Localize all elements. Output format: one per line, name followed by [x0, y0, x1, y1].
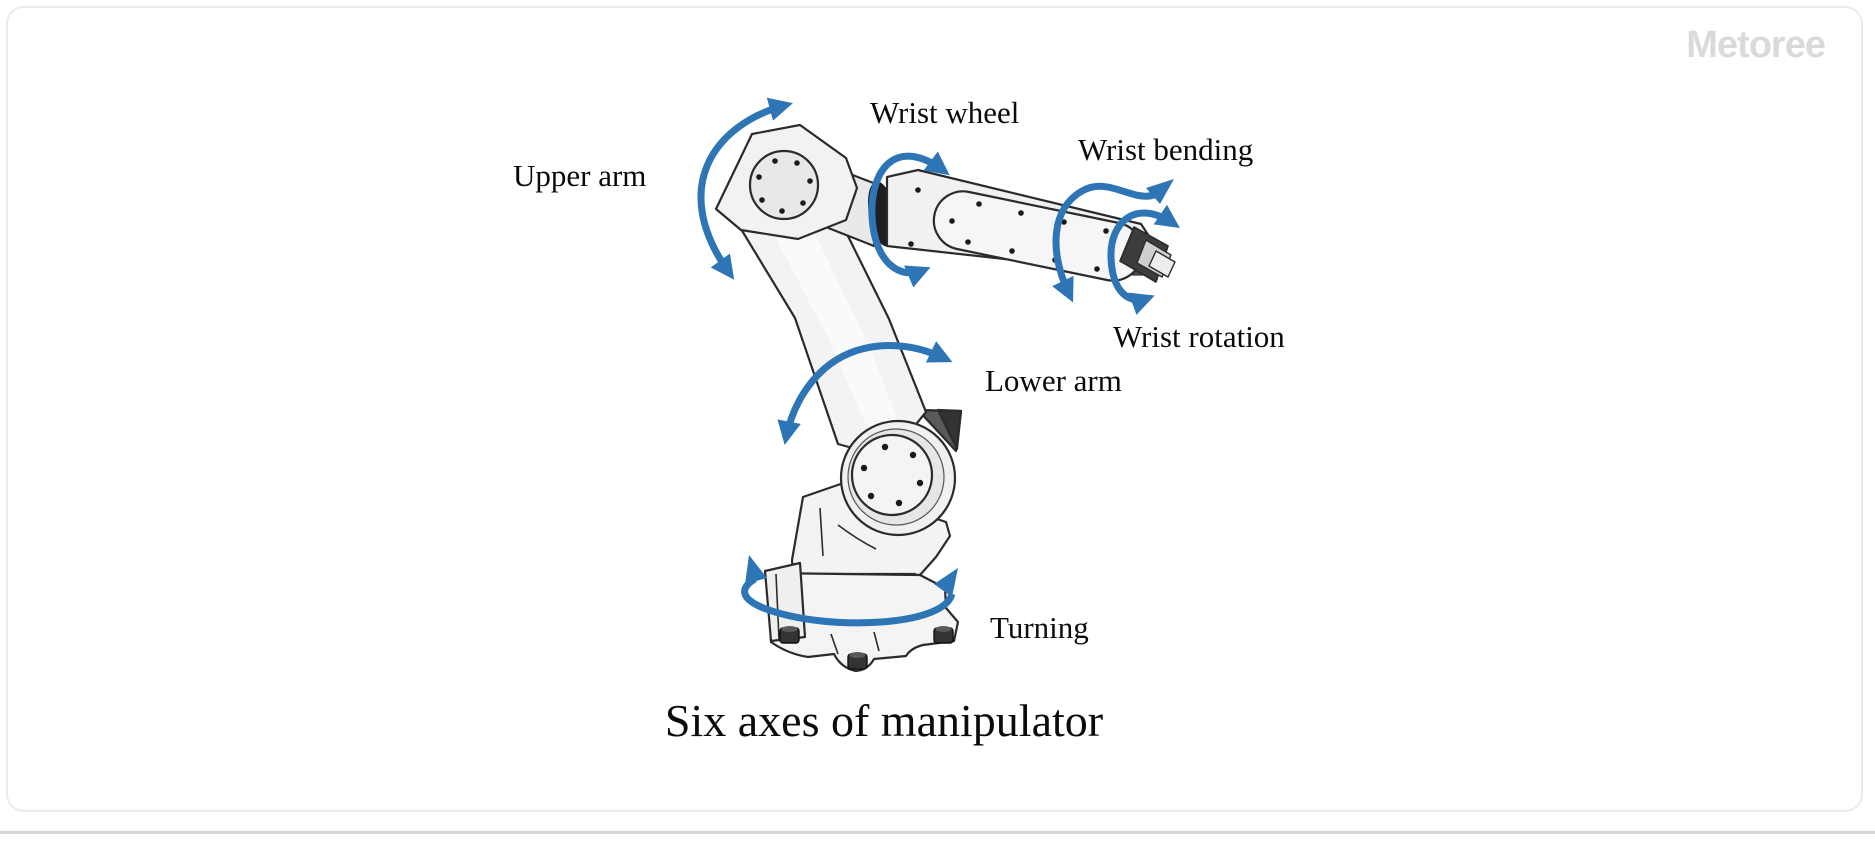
- lower-arm-rotation-arrow: [777, 341, 953, 446]
- label-upper-arm: Upper arm: [513, 158, 647, 193]
- diagram-title: Six axes of manipulator: [664, 695, 1104, 746]
- shoulder-flange: [850, 433, 934, 517]
- label-wrist-wheel: Wrist wheel: [870, 95, 1020, 130]
- elbow-flange: [748, 149, 820, 221]
- robot-arm-illustration: [697, 97, 1180, 673]
- diagram-stage: Upper arm Wrist wheel Wrist bending Wris…: [8, 8, 1861, 810]
- label-turning: Turning: [990, 610, 1089, 645]
- upper-arm-rotation-arrow: [697, 97, 793, 280]
- base-bolts: [779, 626, 954, 670]
- wrist-wheel-rotation-arrow: [868, 151, 950, 288]
- diagram-card: Upper arm Wrist wheel Wrist bending Wris…: [6, 6, 1863, 812]
- label-wrist-bending: Wrist bending: [1078, 132, 1254, 167]
- base-slab: [763, 561, 807, 643]
- axis-arrows: [697, 97, 1180, 627]
- page-bottom-divider: [0, 831, 1875, 834]
- turning-rotation-arrow: [741, 575, 956, 627]
- wrist-rotation-arrow: [1107, 204, 1180, 315]
- turning-arrowhead-left: [745, 555, 767, 584]
- turning-arrowhead-right: [934, 568, 958, 597]
- metoree-watermark: Metoree: [1686, 24, 1826, 66]
- wrist-bending-rotation-arrow: [1052, 182, 1156, 303]
- shoulder-flange-bolts: [860, 443, 924, 507]
- label-lower-arm: Lower arm: [985, 363, 1122, 398]
- label-wrist-rotation: Wrist rotation: [1113, 319, 1285, 354]
- wrist-bending-arrowhead: [1146, 179, 1174, 204]
